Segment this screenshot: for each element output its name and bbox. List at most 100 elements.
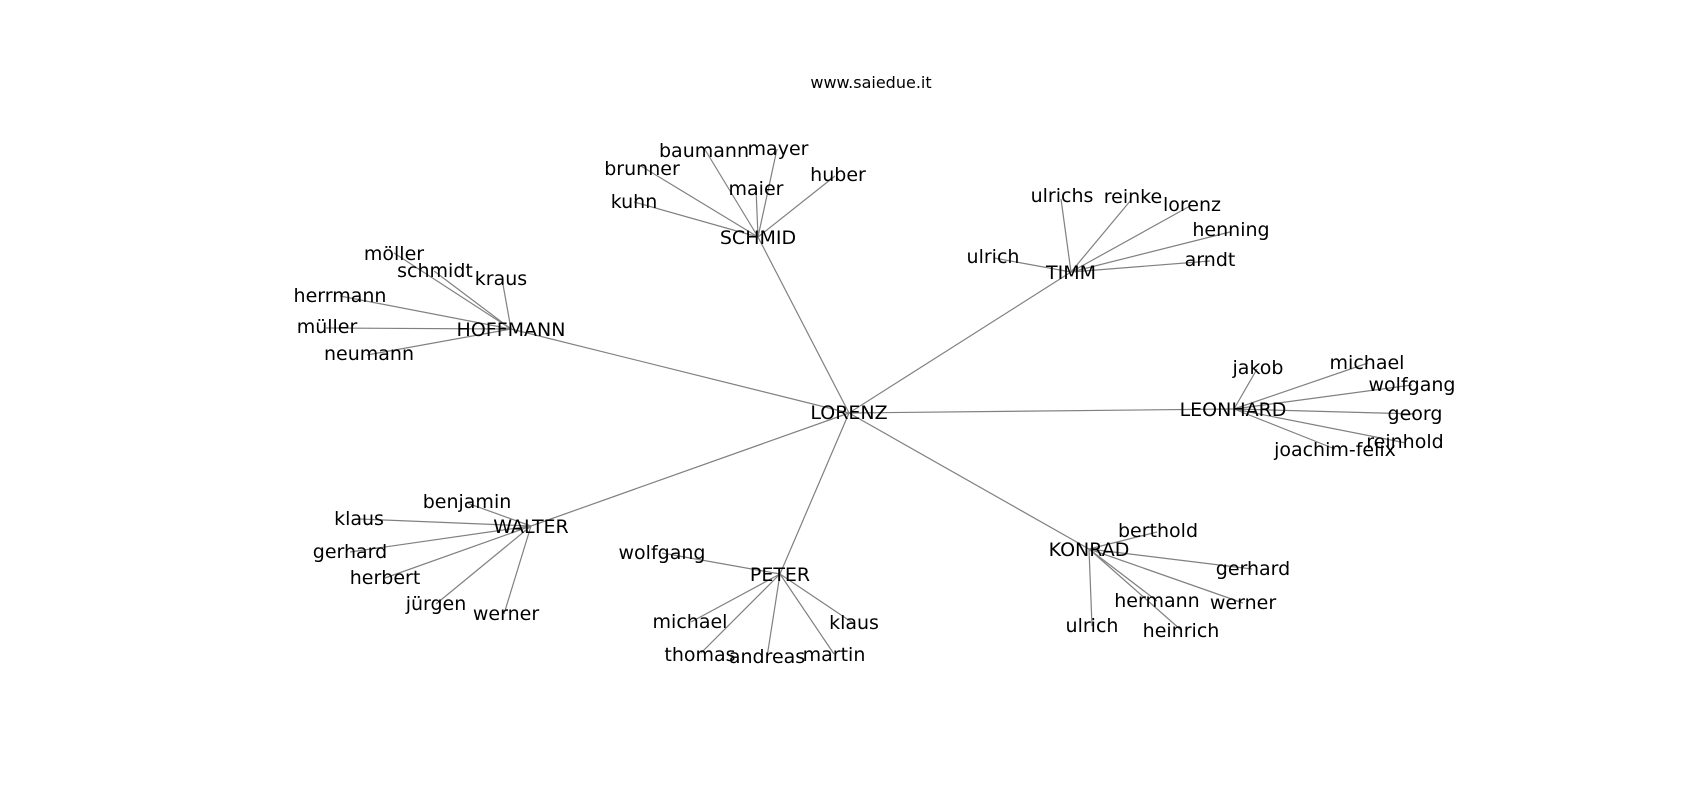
edge-leonhard-wolfgang xyxy=(1233,384,1413,410)
node-label-walter-benjamin: benjamin xyxy=(423,491,512,513)
edge-hoffmann-mueller xyxy=(325,327,512,330)
node-label-timm-henning: henning xyxy=(1192,219,1269,241)
node-label-hoffmann-herrmann: herrmann xyxy=(294,285,387,307)
node-label-hoffmann-kraus: kraus xyxy=(475,268,527,290)
edge-schmid-huber xyxy=(757,175,836,238)
node-label-leonhard-michael: michael xyxy=(1330,352,1405,374)
node-label-timm-arndt: arndt xyxy=(1185,249,1236,271)
node-label-peter-wolfgang: wolfgang xyxy=(619,542,706,564)
node-label-group-leonhard: LEONHARD xyxy=(1180,399,1287,421)
edge-konrad-hermann xyxy=(1088,548,1158,602)
edge-peter-wolfgang xyxy=(661,552,781,575)
node-label-peter-andreas: andreas xyxy=(729,646,805,668)
edge-hoffmann-kraus xyxy=(501,278,512,330)
node-label-schmid-mayer: mayer xyxy=(748,138,809,160)
node-label-leonhard-reinhold: reinhold xyxy=(1366,431,1443,453)
edge-timm-ulrichs xyxy=(1060,198,1072,273)
edge-walter-herbert xyxy=(384,525,532,579)
edge-root-peter xyxy=(779,412,850,575)
edge-root-timm xyxy=(848,271,1072,414)
edge-root-hoffmann xyxy=(510,328,850,414)
node-label-hoffmann-schmidt: schmidt xyxy=(397,260,473,282)
edge-root-konrad xyxy=(848,412,1090,550)
node-label-timm-lorenz: lorenz xyxy=(1163,194,1221,216)
edge-konrad-berthold xyxy=(1088,531,1158,550)
edge-schmid-mayer xyxy=(757,148,778,238)
edge-root-walter xyxy=(530,412,850,527)
edge-leonhard-jakob xyxy=(1233,368,1258,410)
edge-walter-juergen xyxy=(435,525,532,605)
node-label-leonhard-jakob: jakob xyxy=(1232,357,1284,379)
node-label-timm-ulrich: ulrich xyxy=(967,246,1020,268)
edge-leonhard-joachim-felix xyxy=(1233,408,1336,450)
edge-konrad-ulrich xyxy=(1088,548,1093,627)
node-label-peter-thomas: thomas xyxy=(664,644,735,666)
edge-peter-michael xyxy=(690,573,781,623)
edge-timm-ulrich xyxy=(993,257,1072,273)
edge-hoffmann-schmidt xyxy=(433,270,512,330)
node-label-group-hoffmann: HOFFMANN xyxy=(457,319,566,341)
node-label-group-konrad: KONRAD xyxy=(1049,539,1130,561)
edge-schmid-baumann xyxy=(703,147,759,238)
node-label-schmid-maier: maier xyxy=(729,178,784,200)
edge-hoffmann-moeller xyxy=(393,252,512,330)
node-label-schmid-baumann: baumann xyxy=(659,140,749,162)
node-label-walter-gerhard: gerhard xyxy=(313,541,387,563)
node-label-konrad-hermann: hermann xyxy=(1114,590,1199,612)
node-label-group-peter: PETER xyxy=(750,564,810,586)
node-label-konrad-heinrich: heinrich xyxy=(1143,620,1220,642)
edge-schmid-maier xyxy=(755,187,759,238)
edge-hoffmann-herrmann xyxy=(339,295,512,330)
edge-leonhard-michael xyxy=(1233,362,1369,410)
edge-timm-henning xyxy=(1070,231,1231,273)
node-label-walter-herbert: herbert xyxy=(350,567,421,589)
node-label-leonhard-joachim-felix: joachim-felix xyxy=(1273,439,1396,461)
edge-peter-klaus xyxy=(779,573,854,624)
edge-timm-arndt xyxy=(1070,260,1211,273)
node-label-schmid-kuhn: kuhn xyxy=(611,191,658,213)
node-label-schmid-huber: huber xyxy=(810,164,866,186)
node-label-walter-werner: werner xyxy=(473,603,539,625)
node-label-konrad-gerhard: gerhard xyxy=(1216,558,1290,580)
edge-timm-lorenz xyxy=(1070,205,1191,273)
site-label: www.saiedue.it xyxy=(810,73,931,92)
node-label-leonhard-wolfgang: wolfgang xyxy=(1369,374,1456,396)
node-label-hoffmann-moeller: möller xyxy=(364,243,424,265)
edge-konrad-gerhard xyxy=(1088,548,1253,570)
edge-peter-thomas xyxy=(700,573,781,654)
node-label-peter-michael: michael xyxy=(653,611,728,633)
node-label-timm-reinke: reinke xyxy=(1104,186,1162,208)
node-label-timm-ulrichs: ulrichs xyxy=(1031,185,1094,207)
node-label-group-schmid: SCHMID xyxy=(720,227,796,249)
node-label-konrad-ulrich: ulrich xyxy=(1066,615,1119,637)
node-label-group-timm: TIMM xyxy=(1045,262,1096,284)
edge-walter-benjamin xyxy=(466,502,532,527)
edge-leonhard-georg xyxy=(1233,408,1416,415)
edge-peter-andreas xyxy=(766,573,781,658)
edge-timm-reinke xyxy=(1070,199,1132,273)
edge-root-leonhard xyxy=(848,408,1235,414)
node-label-konrad-berthold: berthold xyxy=(1118,520,1198,542)
node-label-group-walter: WALTER xyxy=(493,516,569,538)
node-label-walter-juergen: jürgen xyxy=(405,593,467,615)
node-label-root-lorenz: LORENZ xyxy=(810,402,887,424)
edge-schmid-kuhn xyxy=(633,201,759,238)
edge-layer xyxy=(325,147,1416,658)
edge-konrad-werner xyxy=(1088,548,1244,604)
edge-hoffmann-neumann xyxy=(366,328,512,356)
node-label-schmid-brunner: brunner xyxy=(604,158,680,180)
node-label-hoffmann-mueller: müller xyxy=(297,316,358,338)
node-label-walter-klaus: klaus xyxy=(334,508,384,530)
edge-leonhard-reinhold xyxy=(1233,408,1407,444)
edge-root-schmid xyxy=(757,236,850,414)
edge-peter-martin xyxy=(779,573,835,655)
edge-walter-klaus xyxy=(358,518,532,527)
node-label-peter-martin: martin xyxy=(803,644,866,666)
edge-schmid-brunner xyxy=(640,165,759,238)
node-label-leonhard-georg: georg xyxy=(1388,403,1443,425)
node-label-peter-klaus: klaus xyxy=(829,612,879,634)
edge-konrad-heinrich xyxy=(1088,548,1182,631)
edge-walter-werner xyxy=(503,525,532,615)
